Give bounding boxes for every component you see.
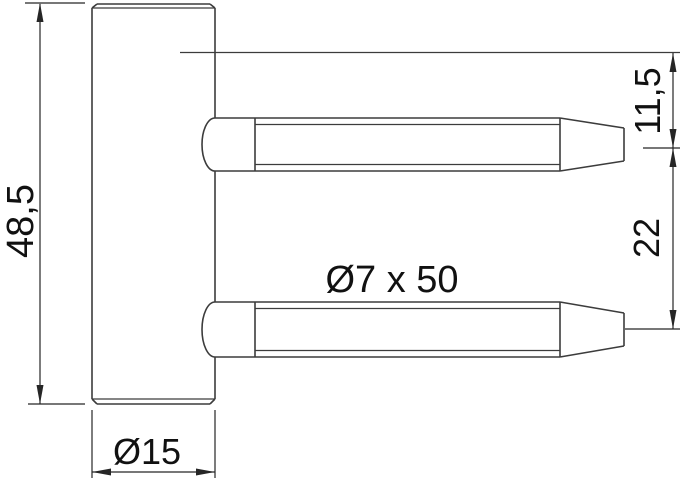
dim-pin-spacing-label: 22	[626, 218, 667, 258]
arrow-up-icon	[669, 148, 677, 167]
pin-upper-taper-top	[559, 117, 625, 129]
pin-lower-round-cap	[201, 301, 216, 358]
body-bottom-left-chamfer	[91, 398, 98, 405]
pin-lower-taper-top	[559, 301, 625, 314]
dim-pin-spec-label: Ø7 x 50	[325, 259, 458, 301]
arrow-right-icon	[196, 468, 215, 476]
arrow-down-icon	[36, 385, 44, 404]
body-top-left-chamfer	[91, 3, 98, 9]
dim-pin-offset-label: 11,5	[627, 67, 668, 134]
arrow-left-icon	[92, 468, 111, 476]
dimension-pin-offset-and-spacing: 11,5 22	[625, 53, 680, 330]
pin-upper-taper-bottom	[559, 160, 625, 172]
arrow-up-icon	[36, 3, 44, 22]
dimension-diameter: Ø15	[91, 410, 216, 478]
arrow-down-icon	[669, 310, 677, 329]
pin-lower	[201, 301, 625, 358]
dim-height-label: 48,5	[0, 184, 42, 258]
body-top-right-chamfer	[209, 3, 216, 9]
pin-upper	[201, 117, 625, 172]
pin-upper-round-cap	[201, 117, 216, 172]
hinge-body-outline	[91, 3, 216, 405]
pin-lower-taper-bottom	[559, 345, 625, 358]
dim-diameter-label: Ø15	[113, 431, 181, 472]
dimension-height: 48,5	[0, 2, 85, 405]
arrow-up-icon	[669, 53, 677, 72]
arrow-down-icon	[669, 129, 677, 148]
body-bottom-right-chamfer	[209, 398, 216, 405]
